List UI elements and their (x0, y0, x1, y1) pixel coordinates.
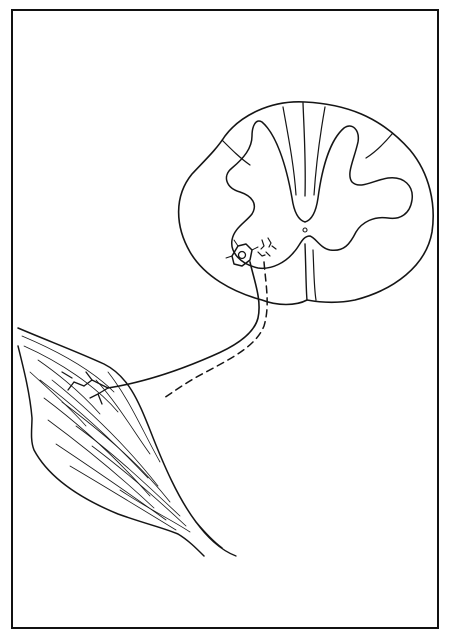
motor-neuron (226, 240, 258, 266)
muscle-lower-border (18, 346, 204, 556)
muscle-fiber-3 (40, 380, 148, 478)
synapse-mark-1 (261, 240, 264, 249)
end-plate-branch-4 (74, 382, 84, 386)
dorsal-septum (303, 103, 305, 196)
synapse-mark-3 (272, 246, 276, 249)
muscle-fiber-10 (92, 446, 186, 526)
motor-neuron-dendrite-2 (252, 247, 258, 250)
anterior-fissure-side (313, 250, 316, 300)
anterior-median-fissure (305, 244, 307, 300)
motor-neuron-dendrite-3 (226, 256, 232, 258)
synapse-mark-4 (258, 252, 265, 256)
muscle-fiber-15 (30, 372, 86, 426)
muscle-fiber-13 (96, 380, 150, 454)
neuromuscular-junction (62, 372, 108, 404)
muscle (18, 328, 236, 556)
motor-axon (108, 262, 259, 388)
end-plate-branch-5 (90, 394, 98, 398)
dorsal-root-entry-right (366, 134, 392, 158)
dorsal-column-line-right (314, 107, 325, 195)
muscle-tendon (196, 522, 236, 556)
muscle-fiber-14 (38, 360, 100, 414)
synaptic-terminals (258, 238, 276, 256)
end-plate-branch-6 (62, 372, 72, 378)
synapse-mark-5 (266, 252, 270, 256)
muscle-fiber-6 (62, 402, 170, 502)
muscle-fiber-12 (108, 372, 160, 462)
motor-neuron-dendrite-1 (234, 240, 238, 246)
motor-neuron-nucleus (239, 252, 246, 259)
central-canal (303, 228, 307, 232)
synapse-mark-2 (268, 238, 271, 247)
spinal-cord (179, 102, 434, 305)
end-plate-branch-1 (84, 380, 108, 388)
